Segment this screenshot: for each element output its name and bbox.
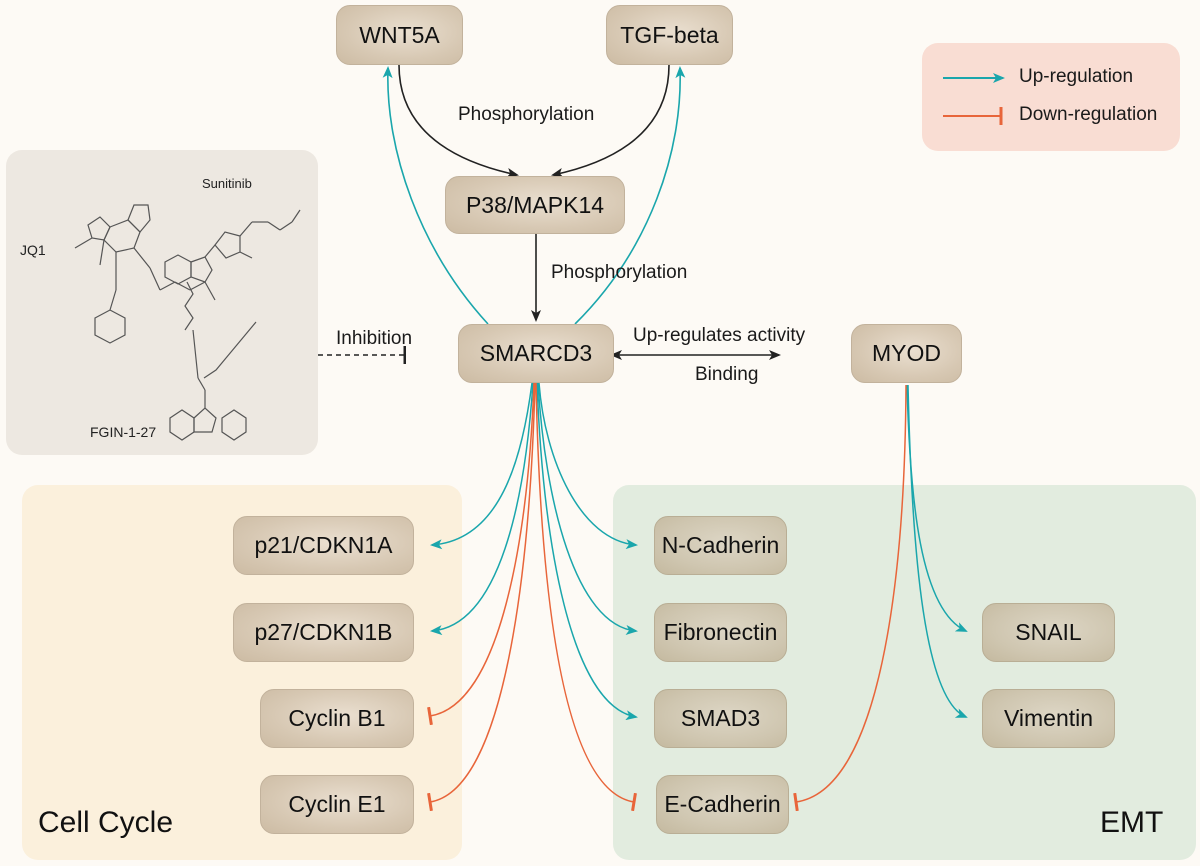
label-phosphorylation-top: Phosphorylation xyxy=(458,104,595,125)
label-binding: Binding xyxy=(695,364,759,385)
edge-smarcd3-tgf xyxy=(574,66,686,325)
node-n-cadherin[interactable]: N-Cadherin xyxy=(654,516,787,575)
drug-label-fgin-1-27: FGIN-1-27 xyxy=(90,424,157,440)
node-vimentin[interactable]: Vimentin xyxy=(982,689,1115,748)
edge-smarcd3-p21 xyxy=(430,382,533,550)
node-wnt5a[interactable]: WNT5A xyxy=(336,5,463,65)
edge-myod-ecadherin xyxy=(793,384,907,812)
edge-tgf-p38 xyxy=(551,64,670,178)
node-cyclin-b1[interactable]: Cyclin B1 xyxy=(260,689,414,748)
node-cyclin-e1[interactable]: Cyclin E1 xyxy=(260,775,414,834)
legend xyxy=(922,43,1180,151)
legend-down-label: Down-regulation xyxy=(1019,104,1158,125)
sunitinib-structure-icon xyxy=(164,209,301,285)
drug-label-jq1: JQ1 xyxy=(20,242,46,258)
edge-smarcd3-fibronectin xyxy=(537,382,638,635)
edge-smarcd3-smad3 xyxy=(536,382,638,721)
node-p27-cdkn1b[interactable]: p27/CDKN1B xyxy=(233,603,414,662)
edge-smarcd3-cycline1 xyxy=(427,382,536,812)
node-e-cadherin[interactable]: E-Cadherin xyxy=(656,775,789,834)
edge-smarcd3-ecadherin xyxy=(535,382,637,812)
label-upregulates-activity: Up-regulates activity xyxy=(633,325,806,346)
node-smad3[interactable]: SMAD3 xyxy=(654,689,787,748)
edge-myod-snail xyxy=(906,384,968,632)
edge-smarcd3-p27 xyxy=(430,382,534,636)
node-p38-mapk14[interactable]: P38/MAPK14 xyxy=(445,176,625,234)
drug-panel xyxy=(6,150,318,455)
group-label-emt: EMT xyxy=(1100,806,1164,839)
node-tgf-beta[interactable]: TGF-beta xyxy=(606,5,733,65)
label-phosphorylation-mid: Phosphorylation xyxy=(551,262,688,283)
edge-wnt5a-p38 xyxy=(398,64,519,178)
node-p21-cdkn1a[interactable]: p21/CDKN1A xyxy=(233,516,414,575)
node-myod[interactable]: MYOD xyxy=(851,324,962,383)
edge-smarcd3-wnt5a xyxy=(382,66,489,325)
edge-myod-vimentin xyxy=(907,384,968,718)
group-label-cell-cycle: Cell Cycle xyxy=(38,806,174,839)
drug-label-sunitinib: Sunitinib xyxy=(202,176,252,191)
label-inhibition: Inhibition xyxy=(336,328,413,349)
jq1-structure-icon xyxy=(74,204,216,344)
node-snail[interactable]: SNAIL xyxy=(982,603,1115,662)
edge-smarcd3-ncadherin xyxy=(538,382,638,550)
fgin-structure-icon xyxy=(169,281,257,441)
edge-smarcd3-cyclinb1 xyxy=(427,382,535,726)
node-fibronectin[interactable]: Fibronectin xyxy=(654,603,787,662)
legend-up-label: Up-regulation xyxy=(1019,66,1134,87)
node-smarcd3[interactable]: SMARCD3 xyxy=(458,324,614,383)
